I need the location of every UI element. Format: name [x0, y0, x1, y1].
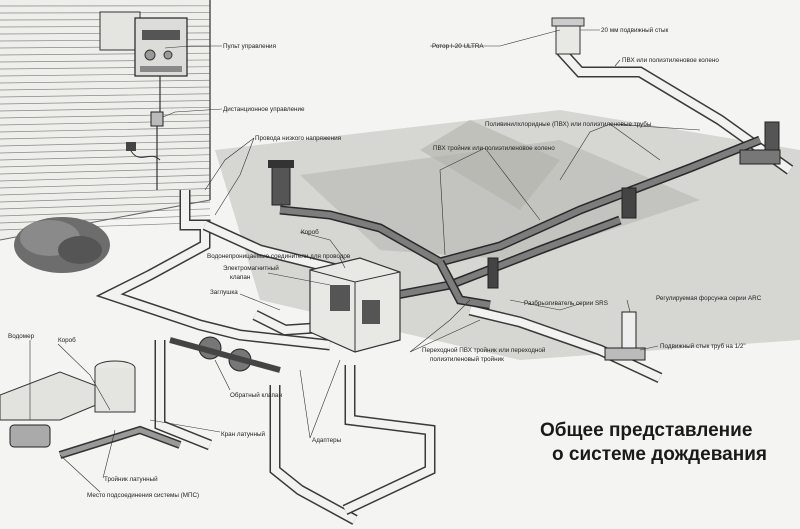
label-box-top: Короб [301, 228, 319, 236]
label-brass-tee: Тройник латунный [104, 475, 158, 483]
label-transition-2: полиэтиленовый тройник [430, 355, 504, 363]
siding-line [0, 120, 211, 126]
siding-line [0, 113, 211, 119]
label-swing-joint-half: Подвижный стык труб на 1/2" [660, 342, 746, 350]
white-pvc-network [95, 46, 794, 525]
siding-line [0, 106, 211, 112]
siding-line [0, 215, 211, 224]
leader-lines [29, 29, 701, 493]
label-sprayer-srs: Разбрызгиватель серии SRS [524, 299, 608, 307]
label-pvc-tee: ПВХ тройник или полиэтиленовое колено [433, 144, 555, 152]
controller-unit [99, 11, 188, 77]
label-controller: Пульт управления [223, 43, 276, 50]
siding-line [0, 194, 211, 203]
title-line-2: о системе дождевания [552, 444, 767, 465]
siding-line [0, 134, 211, 140]
siding-line [0, 181, 211, 189]
label-waterproof-connectors: Водонепроницаемые соединители для провод… [207, 253, 351, 260]
label-low-voltage: Провода низкого напряжения [255, 135, 341, 142]
poly-pipe-network [279, 135, 762, 310]
shrub [14, 217, 110, 273]
siding-line [0, 188, 211, 196]
siding-line [0, 201, 211, 210]
label-connection: Место подсоединения системы (МПС) [87, 492, 199, 499]
label-rotor: Ротор I-20 ULTRA [432, 43, 484, 50]
rotor-head [551, 17, 585, 55]
siding-line [0, 147, 211, 154]
callout-labels: Пульт управления Дистанционное управлени… [8, 26, 762, 499]
siding-line [0, 208, 211, 217]
label-pvc-elbow: ПВХ или полиэтиленовое колено [622, 57, 719, 64]
label-box-left: Короб [58, 336, 76, 344]
filter-device [268, 160, 294, 206]
siding-line [0, 154, 211, 161]
siding-line [0, 93, 211, 98]
label-swing-joint-20: 20 мм подвижный стык [601, 26, 669, 34]
label-solenoid-2: клапан [230, 274, 251, 281]
label-transition-1: Переходной ПВХ тройник или переходной [422, 346, 546, 354]
diagram-title: Общее представление о системе дождевания [540, 420, 767, 465]
siding-line [0, 127, 211, 133]
label-remote: Дистанционное управление [223, 106, 305, 113]
label-pipes: Поливинилхлоридные (ПВХ) или полиэтилено… [485, 120, 652, 128]
remote-receiver [150, 111, 164, 127]
siding-line [0, 161, 211, 168]
siding-line [0, 100, 211, 105]
siding-line [0, 79, 211, 84]
label-solenoid-1: Электромагнитный [223, 264, 279, 272]
wire-conduit [156, 76, 161, 190]
siding-line [0, 86, 211, 91]
label-adapters: Адаптеры [312, 437, 342, 444]
label-check-valve: Обратный клапан [230, 391, 282, 399]
siding-line [0, 167, 211, 175]
label-brass-valve: Кран латунный [221, 430, 266, 438]
siding-line [0, 140, 211, 147]
label-plug: Заглушка [210, 289, 238, 296]
label-meter: Водомер [8, 333, 35, 340]
label-nozzle-arc: Регулируемая форсунка серии ARC [656, 295, 762, 302]
title-line-1: Общее представление [540, 420, 752, 441]
siding-line [0, 174, 211, 182]
sprinkler-heads [487, 121, 781, 361]
valve-box [309, 257, 401, 353]
